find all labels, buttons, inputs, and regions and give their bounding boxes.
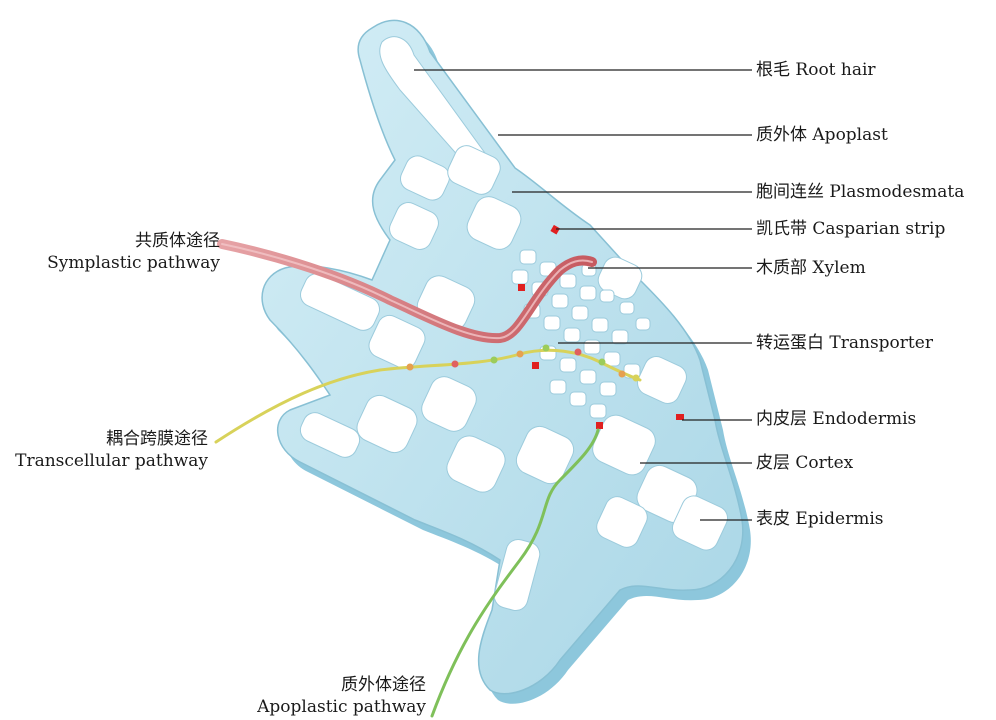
label-casparian-strip: 凯氏带 Casparian strip: [756, 219, 945, 239]
label-transporter: 转运蛋白 Transporter: [756, 333, 933, 353]
label-symplastic-pathway: 共质体途径 Symplastic pathway: [47, 230, 220, 274]
label-transcellular-pathway: 耦合跨膜途径 Transcellular pathway: [15, 428, 208, 472]
label-apoplast: 质外体 Apoplast: [756, 125, 888, 145]
label-xylem: 木质部 Xylem: [756, 258, 866, 278]
label-root-hair: 根毛 Root hair: [756, 60, 876, 80]
label-epidermis: 表皮 Epidermis: [756, 509, 884, 529]
label-endodermis: 内皮层 Endodermis: [756, 409, 916, 429]
label-plasmodesmata: 胞间连丝 Plasmodesmata: [756, 182, 964, 202]
label-cortex: 皮层 Cortex: [756, 453, 853, 473]
label-apoplastic-pathway: 质外体途径 Apoplastic pathway: [257, 674, 426, 718]
